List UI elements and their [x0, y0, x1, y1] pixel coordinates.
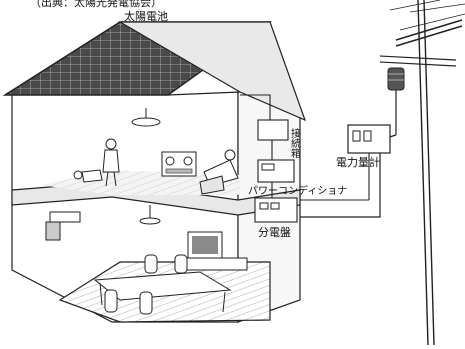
- electricity-meter: [300, 124, 391, 201]
- ceiling-lamp-lower: [139, 205, 161, 225]
- distribution-board: [254, 197, 298, 223]
- house-structure: [11, 29, 301, 323]
- ceiling-lamp-upper: [131, 108, 161, 127]
- power-conditioner: [257, 159, 295, 183]
- dining-chairs: [104, 254, 188, 315]
- label-electricity-meter: 電力量計: [336, 155, 380, 169]
- stereo-rack: [161, 151, 197, 177]
- person-sitting-floor: [73, 169, 103, 183]
- pole-transformer: [387, 67, 405, 135]
- wiring: [240, 94, 273, 200]
- junction-box: [257, 119, 289, 141]
- label-solar-panel: 太陽電池: [124, 10, 168, 23]
- television: [184, 231, 248, 271]
- person-standing: [102, 138, 120, 187]
- label-distribution-board: 分電盤: [258, 226, 291, 239]
- label-junction-box: 接続箱: [289, 127, 301, 159]
- person-in-chair: [199, 149, 239, 195]
- source-caption: （出典：太陽光発電協会）: [30, 0, 162, 9]
- utility-pole: [379, 0, 465, 346]
- label-power-conditioner: パワーコンディショナ: [248, 184, 347, 197]
- air-conditioner: [45, 211, 81, 241]
